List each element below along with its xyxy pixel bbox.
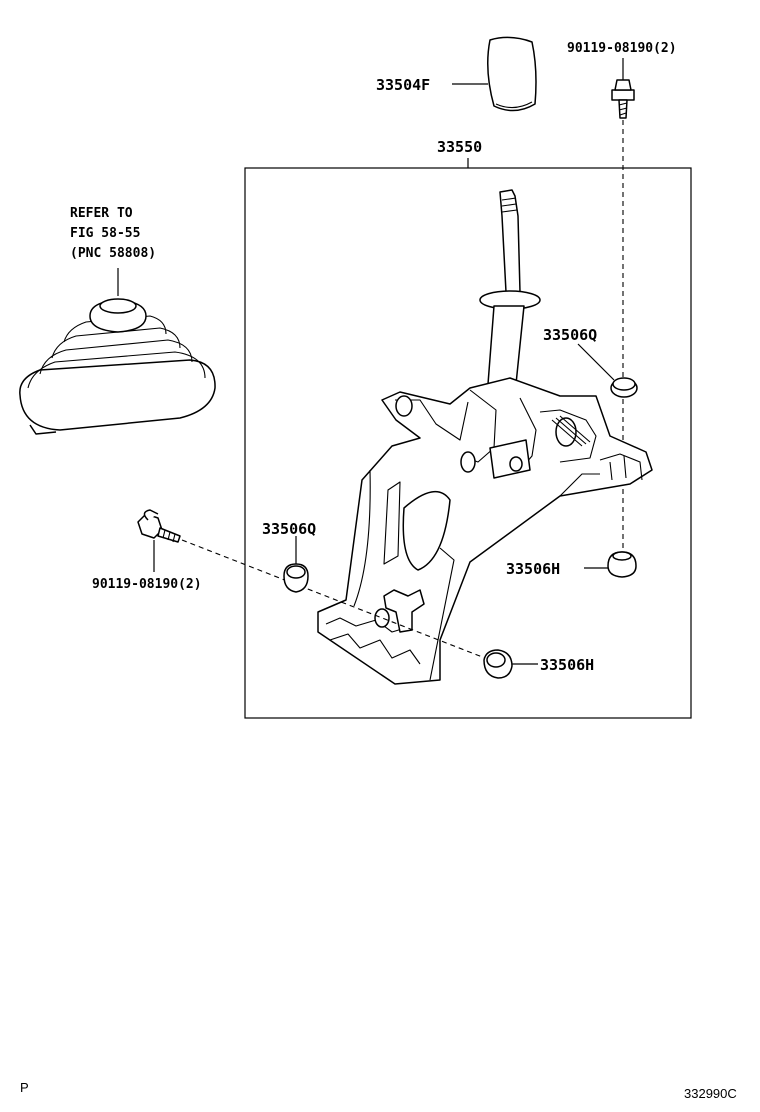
bolt-left [137,509,181,543]
grommet-bottom [483,649,513,679]
label-grommet-right: 33506H [506,560,560,578]
label-knob: 33504F [376,76,430,94]
figure-code: 332990C [684,1086,737,1101]
bolt-top [611,79,635,119]
label-assembly: 33550 [437,138,482,156]
shift-base [317,377,653,685]
refer-note-line1: REFER TO [70,206,133,221]
corner-mark-left: P [20,1080,29,1095]
grommet-right [607,551,637,578]
bushing-right-leader [577,343,615,381]
label-bushing-left: 33506Q [262,520,316,538]
bushing-left [283,563,309,593]
refer-note-line2: FIG 58-55 [70,226,140,241]
bolt-left-dash [181,539,491,661]
label-bolt-left: 90119-08190(2) [92,577,202,592]
shift-knob [487,36,537,112]
label-bolt-top: 90119-08190(2) [567,41,677,56]
label-bushing-right: 33506Q [543,326,597,344]
label-grommet-bottom: 33506H [540,656,594,674]
refer-note-line3: (PNC 58808) [70,246,156,261]
shift-boot [19,298,216,435]
bushing-right [610,377,638,398]
shift-lever [479,189,541,385]
